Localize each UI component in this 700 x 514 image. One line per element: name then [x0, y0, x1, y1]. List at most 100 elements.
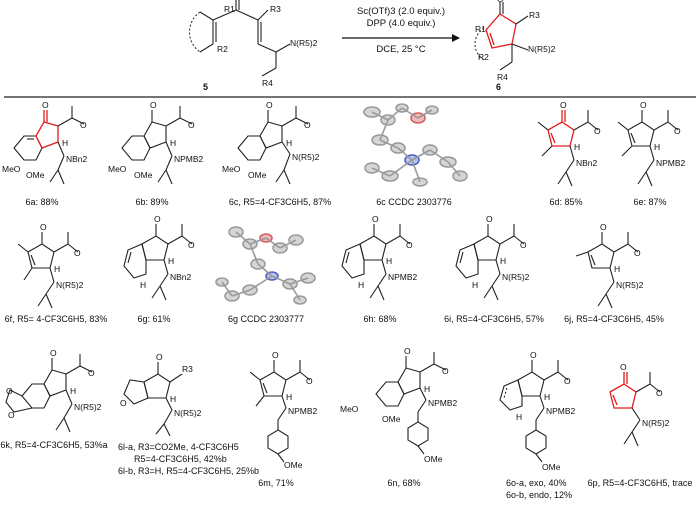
svg-text:NPMB2: NPMB2: [288, 406, 318, 416]
svg-text:O: O: [50, 348, 57, 358]
svg-text:N(R5)2: N(R5)2: [74, 402, 102, 412]
svg-text:O: O: [674, 126, 681, 136]
svg-text:O: O: [520, 240, 527, 250]
svg-text:O: O: [530, 350, 537, 360]
svg-text:O: O: [372, 214, 379, 224]
svg-text:O: O: [634, 248, 641, 258]
svg-text:N(R5)2: N(R5)2: [502, 272, 530, 282]
svg-text:H: H: [614, 264, 620, 274]
reaction-arrow: Sc(OTf)3 (2.0 equiv.) DPP (4.0 equiv.) D…: [342, 6, 460, 55]
p-r3-label: R3: [529, 10, 540, 20]
structure-6d: O O H NBn2: [537, 100, 601, 187]
structure-6f: O O H N(R5)2: [17, 222, 84, 309]
structure-6e: O O H NPMB2: [617, 100, 686, 187]
svg-text:O: O: [306, 376, 313, 386]
svg-text:O: O: [266, 100, 273, 110]
label-6o-b: 6o-b, endo, 12%: [506, 490, 572, 500]
label-6c: 6c, R5=4-CF3C6H5, 87%: [229, 197, 331, 207]
svg-text:O: O: [8, 410, 15, 420]
svg-text:O: O: [40, 222, 47, 232]
svg-text:O: O: [6, 386, 13, 396]
svg-text:NPMB2: NPMB2: [428, 398, 458, 408]
svg-text:O: O: [272, 350, 279, 360]
structure-6m: O O H NPMB2 OMe: [249, 350, 318, 470]
condition-line-3: DCE, 25 °C: [376, 44, 425, 55]
svg-text:O: O: [88, 368, 95, 378]
o-label: O: [497, 0, 504, 4]
svg-text:OMe: OMe: [26, 170, 45, 180]
svg-text:O: O: [404, 346, 411, 356]
label-6n: 6n, 68%: [387, 478, 420, 488]
svg-text:OMe: OMe: [542, 462, 561, 472]
svg-text:H: H: [170, 138, 176, 148]
r3-label: R3: [270, 4, 281, 14]
svg-text:O: O: [656, 388, 663, 398]
svg-text:O: O: [188, 240, 195, 250]
svg-text:OMe: OMe: [248, 170, 267, 180]
label-6d: 6d: 85%: [549, 197, 582, 207]
r4-label: R4: [262, 78, 273, 88]
svg-text:O: O: [560, 100, 567, 110]
label-6m: 6m, 71%: [258, 478, 294, 488]
svg-text:NPMB2: NPMB2: [388, 272, 418, 282]
svg-text:H: H: [286, 138, 292, 148]
p-r2-label: R2: [478, 52, 489, 62]
svg-text:O: O: [640, 100, 647, 110]
structure-6n: O O H NPMB2 OMe MeO OMe: [340, 346, 458, 464]
svg-text:H: H: [54, 264, 60, 274]
svg-text:O: O: [74, 248, 81, 258]
label-6p: 6p, R5=4-CF3C6H5, trace: [588, 478, 693, 488]
condition-line-2: DPP (4.0 equiv.): [367, 18, 436, 29]
product-number: 6: [496, 82, 501, 92]
label-6f: 6f, R5= 4-CF3C6H5, 83%: [5, 314, 108, 324]
svg-text:O: O: [120, 398, 127, 408]
svg-text:H: H: [574, 142, 580, 152]
svg-text:MeO: MeO: [222, 164, 241, 174]
svg-text:OMe: OMe: [134, 170, 153, 180]
svg-text:H: H: [140, 280, 146, 290]
svg-text:O: O: [620, 362, 627, 372]
label-6a: 6a: 88%: [25, 197, 58, 207]
structure-6k: O O O O H N(R5)2: [5, 348, 102, 433]
label-6j: 6j, R5=4-CF3C6H5, 45%: [564, 314, 664, 324]
p-nr52-label: N(R5)2: [528, 44, 556, 54]
structure-6b: O O H NPMB2 MeO OMe: [108, 100, 204, 185]
svg-text:NBn2: NBn2: [170, 272, 192, 282]
svg-text:H: H: [286, 392, 292, 402]
svg-text:H: H: [62, 138, 68, 148]
label-6l-a-2: R5=4-CF3C6H5, 42%b: [134, 454, 227, 464]
svg-text:O: O: [80, 120, 87, 130]
p-r1-label: R1: [475, 24, 486, 34]
svg-text:OMe: OMe: [284, 460, 303, 470]
svg-text:H: H: [544, 392, 550, 402]
label-6l-a: 6l-a, R3=CO2Me, 4-CF3C6H5: [118, 442, 239, 452]
svg-text:H: H: [654, 142, 660, 152]
svg-text:O: O: [594, 126, 601, 136]
svg-text:H: H: [168, 256, 174, 266]
svg-text:N(R5)2: N(R5)2: [642, 418, 670, 428]
structure-6o: O O H H NPMB2 OMe: [499, 350, 576, 472]
svg-text:H: H: [424, 384, 430, 394]
label-6g-crystal: 6g CCDC 2303777: [228, 314, 304, 324]
structure-6c: O O H N(R5)2 MeO OMe: [222, 100, 320, 185]
svg-text:NBn2: NBn2: [66, 154, 88, 164]
crystal-structure-6c: [363, 103, 468, 187]
label-6b: 6b: 89%: [135, 197, 168, 207]
svg-text:O: O: [150, 100, 157, 110]
label-6k: 6k, R5=4-CF3C6H5, 53%a: [0, 440, 107, 450]
p-r4-label: R4: [497, 72, 508, 82]
label-6i: 6i, R5=4-CF3C6H5, 57%: [444, 314, 544, 324]
svg-text:O: O: [156, 352, 163, 362]
structure-6h: O O H H NPMB2: [341, 214, 418, 301]
product-6: O R3 N(R5)2 R1 R2 R4 6: [474, 0, 556, 92]
svg-text:H: H: [516, 412, 522, 422]
label-6g: 6g: 61%: [137, 314, 170, 324]
svg-text:O: O: [486, 214, 493, 224]
svg-text:N(R5)2: N(R5)2: [616, 280, 644, 290]
svg-text:NBn2: NBn2: [576, 158, 598, 168]
crystal-structure-6g: [215, 226, 316, 305]
structure-6l: O R3 O H N(R5)2: [120, 352, 202, 437]
svg-text:N(R5)2: N(R5)2: [174, 408, 202, 418]
svg-text:N(R5)2: N(R5)2: [292, 152, 320, 162]
